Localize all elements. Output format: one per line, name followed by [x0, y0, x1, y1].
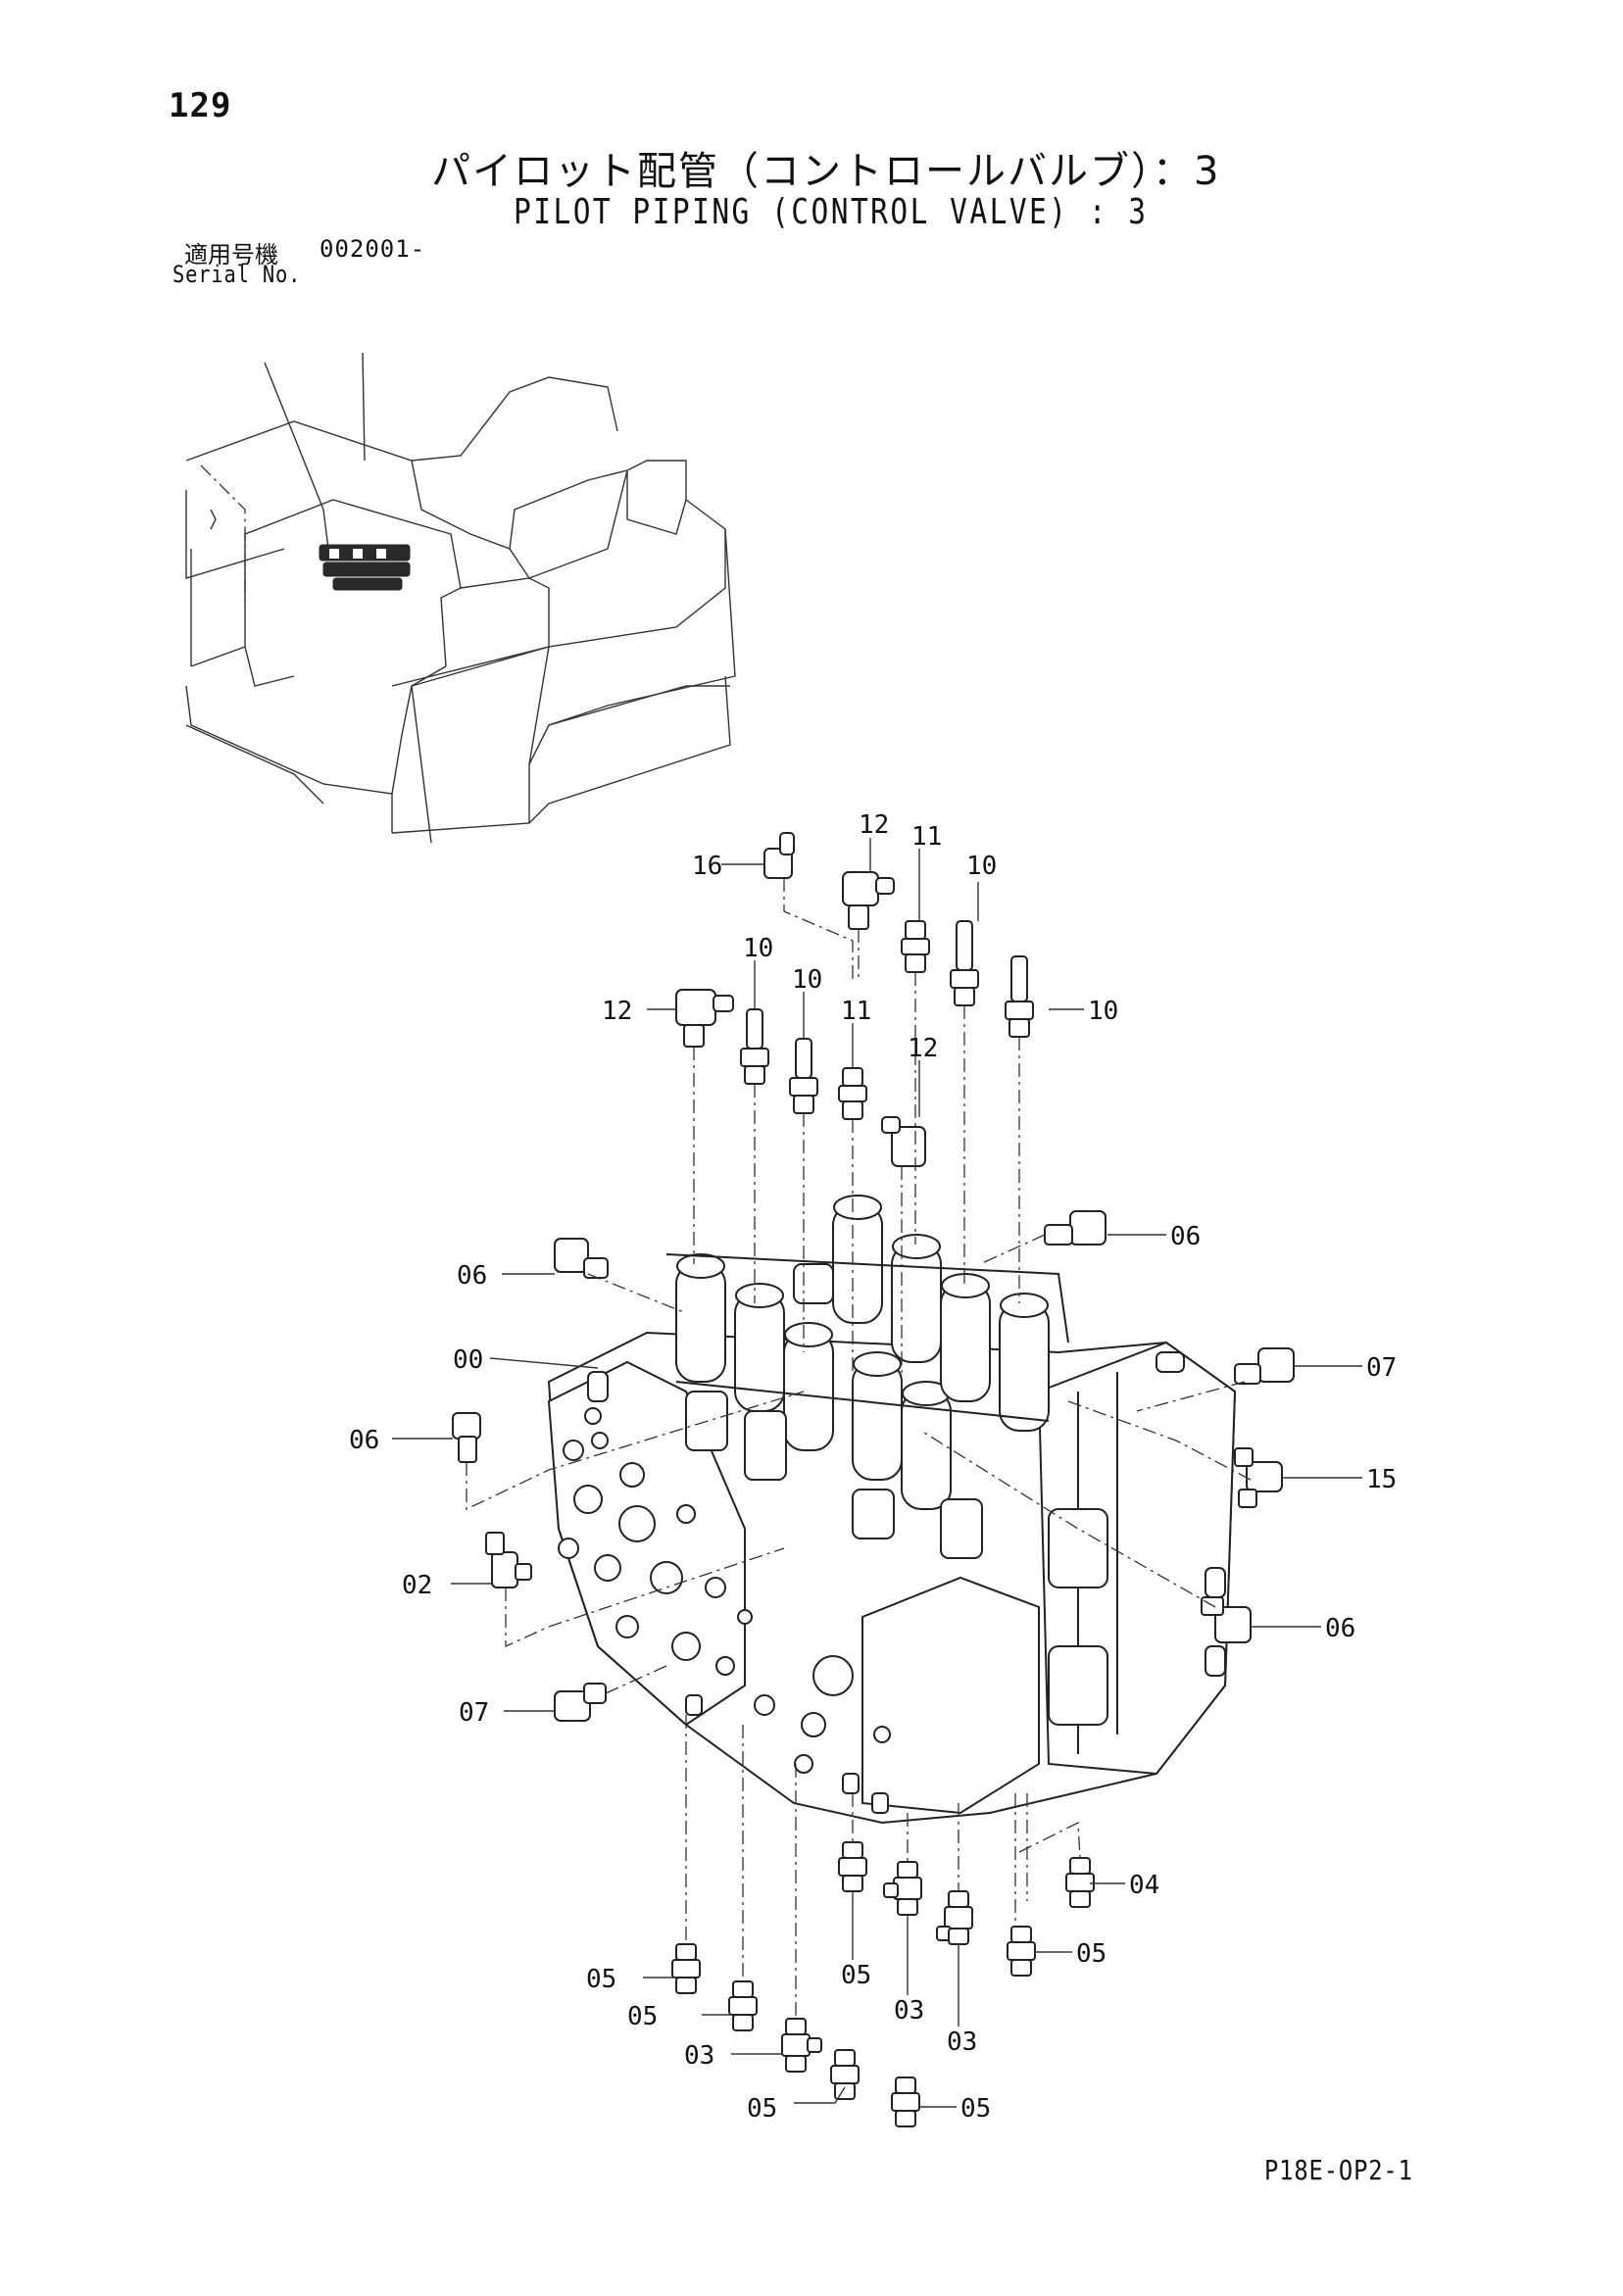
- elbow-fitting-07-right: [1234, 1347, 1295, 1385]
- callout: 12: [859, 810, 889, 840]
- callout: 07: [459, 1698, 489, 1728]
- control-valve-location-marker: [319, 544, 411, 591]
- fitting-05-a: [671, 1943, 701, 1994]
- fitting-05-e: [1007, 1926, 1036, 1977]
- straight-fitting-11-top: [901, 920, 930, 973]
- callout: 03: [684, 2041, 714, 2071]
- fitting-05-d: [838, 1841, 867, 1892]
- fitting-03-b: [883, 1861, 922, 1916]
- callout: 02: [402, 1571, 432, 1600]
- solenoid-spools: [665, 1195, 1069, 1559]
- straight-fitting-10-d: [1005, 955, 1034, 1038]
- tee-fitting-15: [1234, 1447, 1283, 1508]
- tee-fitting-02: [485, 1532, 532, 1588]
- callout: 11: [911, 822, 942, 852]
- elbow-fitting-06-side: [452, 1412, 481, 1463]
- elbow-fitting-12-mid: [881, 1116, 926, 1167]
- callout: 03: [947, 2027, 977, 2057]
- fitting-03-a: [781, 2018, 822, 2073]
- fitting-04: [1065, 1857, 1095, 1908]
- callout: 05: [586, 1965, 616, 1994]
- elbow-fitting-06-lower-right: [1201, 1596, 1252, 1643]
- page-title-japanese: パイロット配管（コントロールバルブ）：3: [431, 149, 1221, 194]
- callout: 10: [792, 965, 822, 995]
- elbow-fitting-12-top: [842, 871, 895, 930]
- callout: 03: [894, 1996, 924, 2026]
- callout-labels: 12 11 16 10 10 10 12 10 11 12 06 06 00 0…: [349, 810, 1397, 2124]
- callout: 10: [1088, 997, 1118, 1026]
- straight-fitting-11-mid: [838, 1067, 867, 1120]
- elbow-fitting-16: [763, 832, 795, 879]
- callout: 06: [1170, 1222, 1201, 1251]
- fittings: [452, 832, 1295, 2127]
- fitting-05-c: [830, 2049, 860, 2100]
- elbow-fitting-06-right: [1044, 1210, 1107, 1246]
- callout: 06: [457, 1261, 487, 1291]
- straight-fitting-10-a: [740, 1008, 769, 1085]
- elbow-fitting-06-left: [554, 1238, 609, 1279]
- callout: 00: [453, 1345, 483, 1375]
- straight-fitting-10-c: [950, 920, 979, 1006]
- callout: 05: [747, 2094, 777, 2124]
- leader-lines: [392, 838, 1362, 2108]
- callout: 05: [841, 1961, 871, 1990]
- elbow-fitting-12-left: [675, 989, 734, 1048]
- callout: 10: [743, 934, 773, 963]
- callout: 06: [349, 1426, 379, 1455]
- straight-fitting-10-b: [789, 1038, 818, 1114]
- callout: 04: [1129, 1871, 1159, 1900]
- callout: 11: [841, 997, 871, 1026]
- elbow-fitting-07-left: [554, 1683, 607, 1722]
- fitting-05-f: [891, 2076, 920, 2127]
- callout: 05: [627, 2002, 658, 2031]
- callout: 12: [908, 1034, 938, 1063]
- valve-body: [547, 1331, 1237, 1825]
- serial-range: 002001-: [320, 235, 426, 263]
- callout: 16: [692, 852, 722, 881]
- callout: 10: [966, 852, 997, 881]
- callout: 12: [602, 997, 632, 1026]
- callout: 05: [1076, 1939, 1107, 1969]
- page-code: P18E-OP2-1: [1264, 2154, 1413, 2186]
- callout: 06: [1325, 1614, 1355, 1643]
- callout: 05: [960, 2094, 991, 2124]
- callout: 15: [1366, 1465, 1397, 1494]
- serial-label-english: Serial No.: [172, 261, 302, 288]
- callout: 07: [1366, 1353, 1397, 1383]
- fitting-03-c: [936, 1890, 973, 1945]
- page-title-english: PILOT PIPING (CONTROL VALVE) : 3: [514, 192, 1149, 232]
- page-number: 129: [169, 86, 232, 125]
- machine-outline: [185, 352, 736, 844]
- fitting-05-b: [728, 1980, 758, 2031]
- serial-label-japanese: 適用号機: [184, 241, 278, 269]
